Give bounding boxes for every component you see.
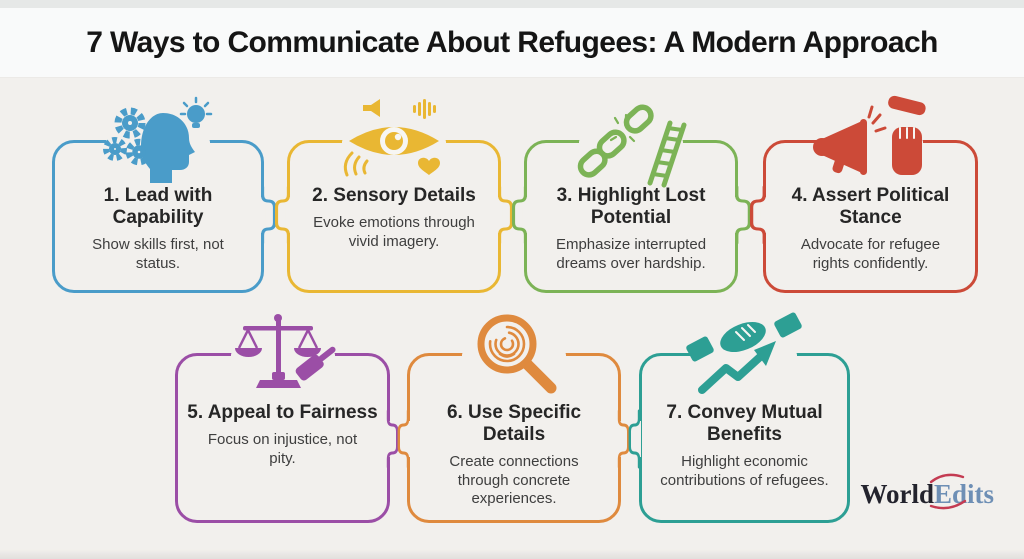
card-heading: 5. Appeal to Fairness [187,402,378,423]
handshake-growth-arrow-icon [680,310,810,402]
title-band: 7 Ways to Communicate About Refugees: A … [0,8,1024,78]
card-description: Highlight economic contributions of refu… [660,453,829,489]
logo-swoosh-icon [929,473,967,510]
head-gears-lightbulb-icon [93,96,223,189]
card-heading: 6. Use Specific Details [446,402,582,446]
connector-card2-card3 [497,185,528,245]
card-content: 2. Sensory Details Evoke emotions throug… [290,143,498,290]
card-lead-with-capability: 1. Lead with Capability Show skills firs… [52,96,264,293]
bottom-shade [0,549,1024,559]
card-content: 7. Convey Mutual Benefits Highlight econ… [642,356,847,520]
card-description: Show skills first, not status. [92,236,224,272]
card-heading: 2. Sensory Details [312,185,476,206]
border-gap [230,351,335,362]
card-convey-mutual-benefits: 7. Convey Mutual Benefits Highlight econ… [639,312,850,523]
card-heading: 7. Convey Mutual Benefits [666,402,823,446]
connector-card6-card7 [617,409,641,469]
connector-card5-card6 [386,409,410,469]
connector-card3-card4 [734,185,767,245]
border-gap [462,351,566,362]
magnifier-fingerprint-icon [449,310,579,402]
card-heading: 1. Lead with Capability [103,185,213,229]
card-use-specific-details: 6. Use Specific Details Create connectio… [407,314,621,523]
card-heading: 4. Assert Political Stance [791,185,950,229]
card-appeal-to-fairness: 5. Appeal to Fairness Focus on injustice… [175,314,390,523]
brand-logo: World Edits [860,473,994,510]
card-highlight-lost-potential: 3. Highlight Lost Potential Emphasize in… [524,104,738,293]
top-border-strip [0,0,1024,8]
broken-chain-ladder-icon [566,97,696,189]
border-gap [818,138,923,149]
border-gap [579,138,683,149]
connector-card1-card2 [260,185,291,245]
brand-logo-edits: Edits [929,473,994,510]
card-sensory-details: 2. Sensory Details Evoke emotions throug… [287,99,501,293]
card-content: 5. Appeal to Fairness Focus on injustice… [178,356,387,520]
brand-logo-world: World [860,479,934,509]
border-gap [692,351,797,362]
eye-sound-heart-icon [329,97,459,189]
megaphone-raised-fist-icon [806,95,936,189]
card-description: Advocate for refugee rights confidently. [800,236,941,272]
card-assert-political-stance: 4. Assert Political Stance Advocate for … [763,95,978,293]
card-description: Create connections through concrete expe… [449,453,579,508]
scales-gavel-icon [218,310,348,402]
card-description: Focus on injustice, not pity. [207,431,358,467]
page-title: 7 Ways to Communicate About Refugees: A … [86,25,938,59]
card-description: Evoke emotions through vivid imagery. [313,214,475,250]
card-description: Emphasize interrupted dreams over hardsh… [555,236,707,272]
card-content: 6. Use Specific Details Create connectio… [410,356,618,520]
card-content: 4. Assert Political Stance Advocate for … [766,143,975,290]
card-heading: 3. Highlight Lost Potential [556,185,706,229]
card-content: 1. Lead with Capability Show skills firs… [55,143,261,290]
card-content: 3. Highlight Lost Potential Emphasize in… [527,143,735,290]
